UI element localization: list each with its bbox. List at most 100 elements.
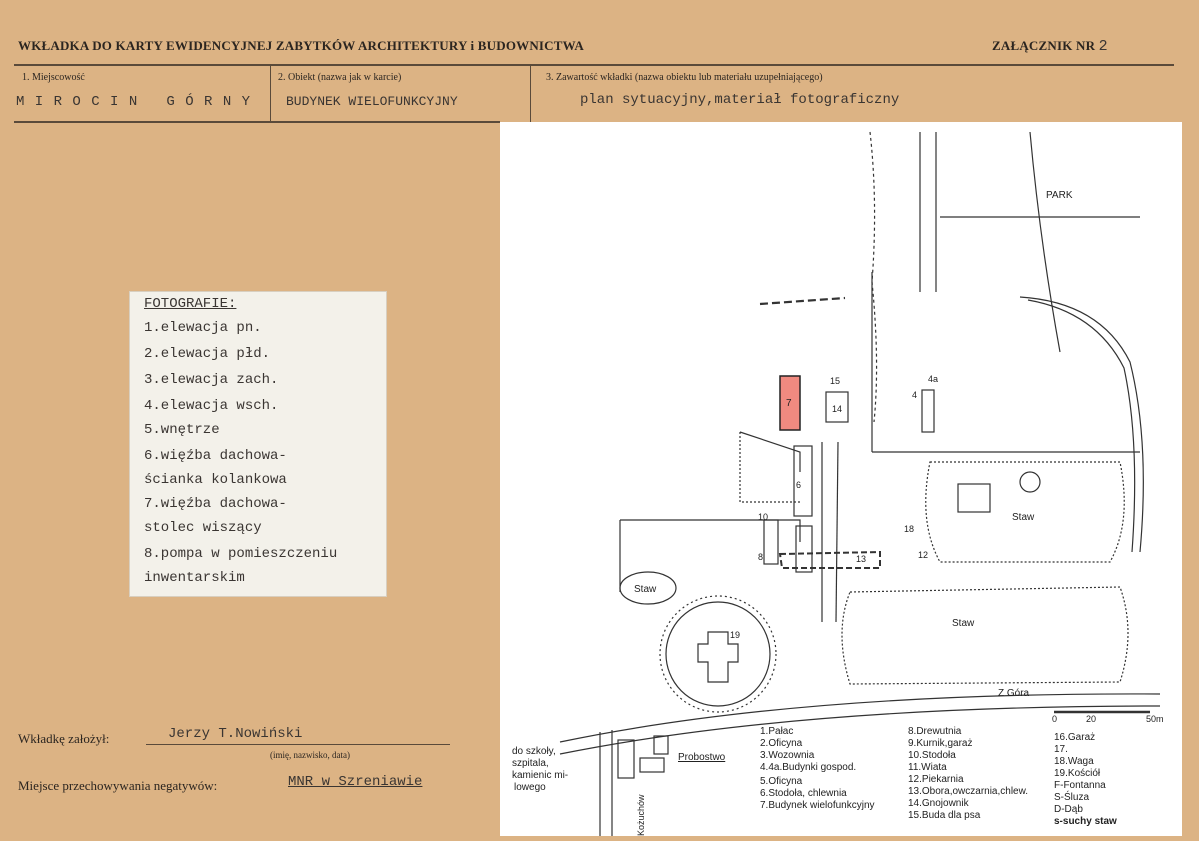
building-6 bbox=[793, 445, 813, 517]
legend-item: S-Śluza bbox=[1054, 790, 1089, 803]
label-direction: szpitala, bbox=[512, 758, 549, 769]
photo-list-item: 1.elewacja pn. bbox=[144, 320, 262, 336]
legend-item: 3.Wozownia bbox=[760, 750, 815, 761]
attachment-label-text: ZAŁĄCZNIK NR bbox=[992, 38, 1096, 53]
legend-item: 19.Kościół bbox=[1054, 768, 1101, 779]
photo-list-item: 7.więźba dachowa- bbox=[144, 496, 287, 512]
photo-list-item: ścianka kolankowa bbox=[144, 472, 287, 488]
legend-item: 6.Stodoła, chlewnia bbox=[760, 788, 847, 799]
legend-item: 17. bbox=[1054, 744, 1068, 755]
header-rule-top bbox=[14, 64, 1174, 66]
label-kozuchow: Kożuchów bbox=[636, 794, 646, 836]
photo-list-card: FOTOGRAFIE: 1.elewacja pn. 2.elewacja pł… bbox=[130, 292, 386, 596]
photo-list-item: inwentarskim bbox=[144, 570, 245, 586]
building-2 bbox=[921, 389, 935, 433]
building-1 bbox=[957, 483, 991, 513]
attachment-label: ZAŁĄCZNIK NR 2 bbox=[992, 38, 1108, 55]
svg-text:15: 15 bbox=[830, 376, 840, 386]
church-19 bbox=[697, 631, 739, 683]
attachment-number: 2 bbox=[1098, 38, 1108, 55]
legend-item: 7.Budynek wielofunkcyjny bbox=[760, 800, 875, 811]
svg-text:14: 14 bbox=[832, 404, 842, 414]
author-label: Wkładkę założył: bbox=[18, 731, 110, 746]
label-probostwo: Probostwo bbox=[678, 752, 726, 763]
svg-text:8: 8 bbox=[758, 552, 763, 562]
field-content-label: 3. Zawartość wkładki (nazwa obiektu lub … bbox=[546, 72, 823, 83]
legend-item: 14.Gnojownik bbox=[908, 798, 970, 809]
building-9 bbox=[763, 519, 779, 565]
main-road bbox=[559, 693, 1161, 743]
label-direction: do szkoły, bbox=[512, 746, 556, 757]
photo-list-item: 3.elewacja zach. bbox=[144, 372, 279, 388]
church-enclosure bbox=[665, 601, 771, 707]
author-underline bbox=[146, 744, 450, 745]
label-direction: kamienic mi- bbox=[512, 770, 568, 781]
building-14 bbox=[825, 391, 849, 423]
legend-item: 13.Obora,owczarnia,chlew. bbox=[908, 786, 1028, 797]
svg-text:18: 18 bbox=[904, 524, 914, 534]
pond-lower bbox=[841, 586, 1129, 685]
form-title: WKŁADKA DO KARTY EWIDENCYJNEJ ZABYTKÓW A… bbox=[18, 38, 584, 53]
field-object-label: 2. Obiekt (nazwa jak w karcie) bbox=[278, 72, 402, 83]
label-road: Z Góra bbox=[998, 688, 1030, 699]
main-road bbox=[559, 705, 1161, 755]
legend-item: 1.Pałac bbox=[760, 726, 793, 737]
probostwo-building bbox=[639, 757, 665, 773]
legend-item: 18.Waga bbox=[1054, 756, 1094, 767]
field-object-value: BUDYNEK WIELOFUNKCYJNY bbox=[286, 94, 458, 109]
park-path bbox=[1029, 131, 1061, 353]
legend-item: 11.Wiata bbox=[908, 762, 947, 773]
label-pond-upper: Staw bbox=[1012, 512, 1035, 523]
legend-item: 5.Oficyna bbox=[760, 776, 803, 787]
svg-text:4: 4 bbox=[912, 390, 917, 400]
legend: 1.Pałac 2.Oficyna 3.Wozownia 4.4a.Budynk… bbox=[760, 726, 1117, 827]
photo-list-heading: FOTOGRAFIE: bbox=[144, 296, 237, 312]
label-pond-lower: Staw bbox=[952, 618, 975, 629]
legend-item: s-suchy staw bbox=[1054, 816, 1117, 827]
field-divider-2 bbox=[530, 66, 531, 122]
author-value: Jerzy T.Nowiński bbox=[168, 726, 303, 742]
fountain-tree bbox=[1019, 471, 1041, 493]
field-place-value: M I R O C I N G Ó R N Y bbox=[16, 94, 252, 110]
svg-text:6: 6 bbox=[796, 480, 801, 490]
svg-text:19: 19 bbox=[730, 630, 740, 640]
svg-text:4a: 4a bbox=[928, 374, 938, 384]
field-content-value: plan sytuacyjny,materiał fotograficzny bbox=[580, 92, 900, 108]
header-rule-bottom bbox=[14, 121, 500, 123]
tree-line bbox=[869, 131, 878, 423]
photo-list-item: stolec wiszący bbox=[144, 520, 262, 536]
field-place-label: 1. Miejscowość bbox=[22, 72, 85, 83]
legend-item: F-Fontanna bbox=[1054, 780, 1106, 791]
church-enclosure-trees bbox=[659, 595, 777, 713]
legend-item: 15.Buda dla psa bbox=[908, 810, 981, 821]
pond-upper bbox=[925, 461, 1125, 563]
scale-20: 20 bbox=[1086, 714, 1096, 724]
legend-item: 9.Kurnik,garaż bbox=[908, 738, 972, 749]
photo-list-item: 5.wnętrze bbox=[144, 422, 220, 438]
field-line bbox=[620, 519, 801, 542]
scale-50m: 50m bbox=[1146, 714, 1164, 724]
legend-item: 10.Stodoła bbox=[908, 750, 956, 761]
label-park: PARK bbox=[1046, 190, 1073, 201]
building-5 bbox=[795, 525, 813, 573]
author-hint: (imię, nazwisko, data) bbox=[270, 750, 350, 760]
photo-list-item: 8.pompa w pomieszczeniu bbox=[144, 546, 338, 562]
legend-item: D-Dąb bbox=[1054, 804, 1083, 815]
field-divider-1 bbox=[270, 66, 271, 122]
photo-list-item: 2.elewacja płd. bbox=[144, 346, 271, 362]
legend-item: 16.Garaż bbox=[1054, 732, 1095, 743]
legend-item: 12.Piekarnia bbox=[908, 774, 964, 785]
scale-0: 0 bbox=[1052, 714, 1057, 724]
building-13 bbox=[778, 550, 881, 569]
site-plan-map: 7 6 15 14 4a 4 12 18 13 19 10 8 PARK Sta… bbox=[512, 131, 1164, 836]
legend-item: 8.Drewutnia bbox=[908, 726, 962, 737]
site-plan-sheet: 7 6 15 14 4a 4 12 18 13 19 10 8 PARK Sta… bbox=[500, 122, 1182, 836]
probostwo-building bbox=[653, 735, 669, 755]
pond-small bbox=[619, 571, 677, 605]
label-pond-small: Staw bbox=[634, 584, 657, 595]
photo-list-item: 4.elewacja wsch. bbox=[144, 398, 279, 414]
dashed-wall bbox=[759, 296, 846, 306]
park-curve-path bbox=[1027, 299, 1136, 553]
storage-value: MNR w Szreniawie bbox=[288, 774, 423, 790]
probostwo-building bbox=[617, 739, 635, 779]
